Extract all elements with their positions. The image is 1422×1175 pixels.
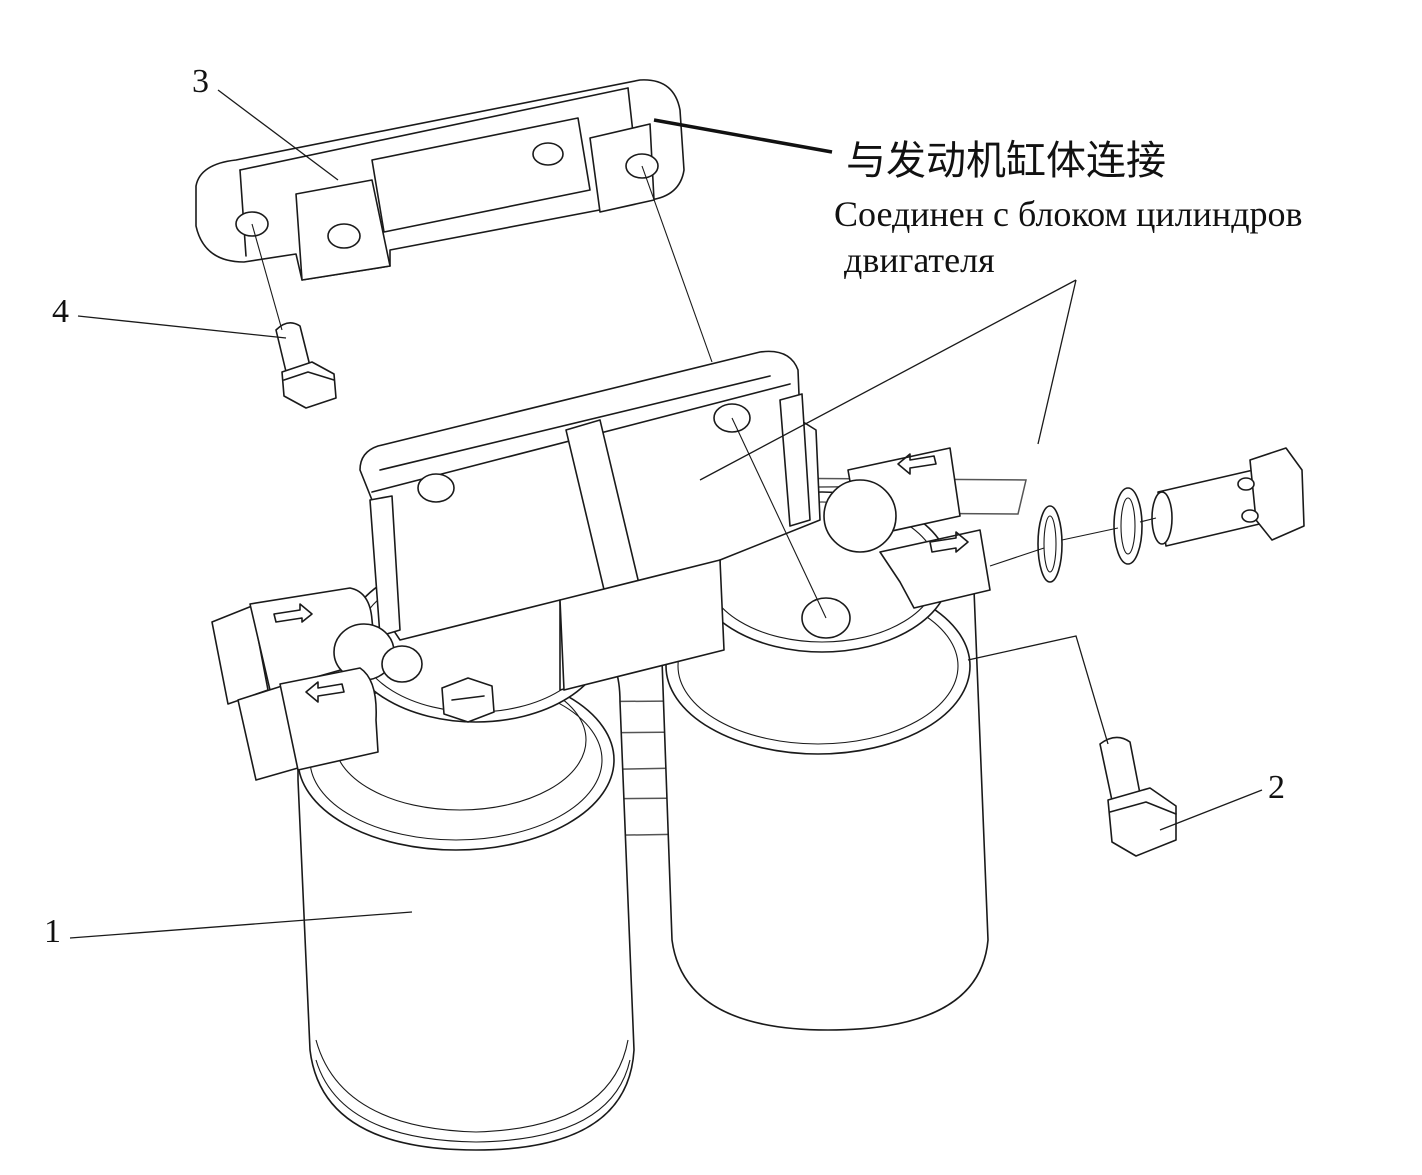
note-russian-line-2: двигателя (844, 240, 995, 280)
right-port-fittings (823, 447, 991, 609)
drain-plug-bolt (441, 677, 495, 723)
bolt-part-4 (275, 322, 337, 409)
leader-line-engine-block (653, 118, 833, 154)
note-russian-line-1: Соединен с блоком цилиндров (834, 194, 1303, 234)
leader-pointer-note (699, 279, 1077, 481)
banjo-bolt (1151, 447, 1305, 547)
assembly-line-bolt-4 (251, 223, 283, 331)
leader-line-4 (77, 315, 287, 339)
arrow-left-icon (305, 681, 345, 703)
arrow-left-icon (897, 453, 937, 475)
leader-line-2 (1159, 789, 1263, 831)
sealing-washer-inner (1113, 487, 1143, 565)
assembly-line-bracket-right (641, 165, 713, 363)
callout-part-4: 4 (52, 293, 69, 330)
mounting-bracket (195, 79, 685, 281)
callout-part-2: 2 (1268, 769, 1285, 806)
arrow-right-icon (929, 531, 969, 553)
leader-line-2-port (967, 635, 1109, 745)
filter-head-housing (359, 350, 821, 691)
bolt-part-2 (1099, 736, 1177, 857)
leader-line-1 (69, 911, 413, 939)
sealing-washer-outer (1037, 505, 1063, 583)
assembly-axis-right (989, 517, 1157, 567)
arrow-right-icon (273, 603, 313, 623)
note-chinese: 与发动机缸体连接 (846, 138, 1166, 184)
callout-part-3: 3 (192, 63, 209, 100)
leader-line-3 (217, 89, 339, 181)
callout-part-1: 1 (44, 913, 61, 950)
assembly-line-bolt-2 (731, 417, 827, 619)
filter-canister-right (661, 491, 989, 1031)
